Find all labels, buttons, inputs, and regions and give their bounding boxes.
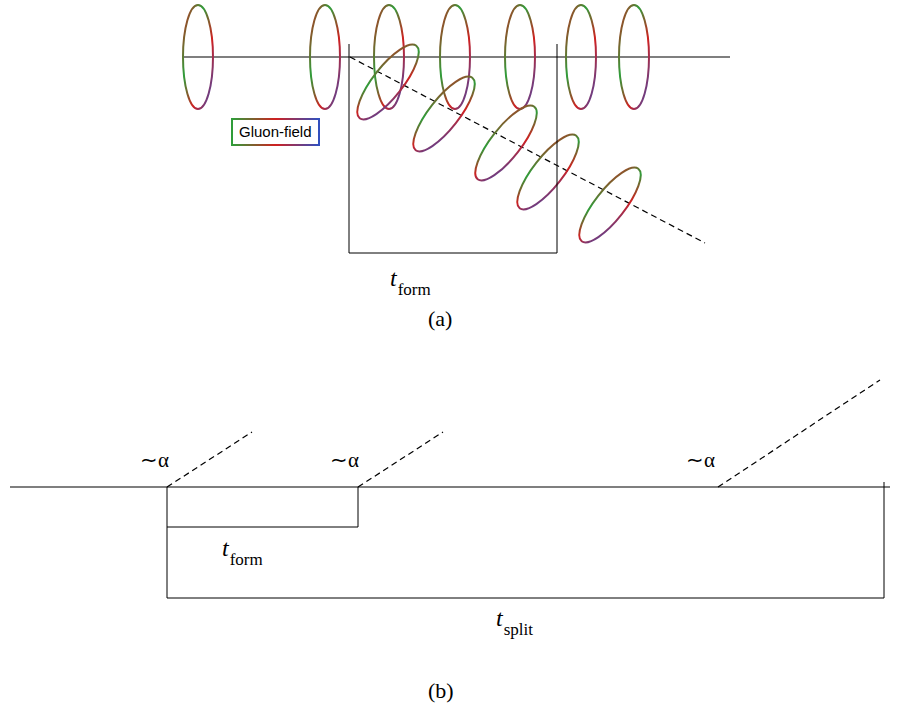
coupling-label: ∼α xyxy=(140,450,169,471)
box-label: Gluon-field xyxy=(239,123,312,140)
time-bracket xyxy=(349,44,557,253)
panel-label: (a) xyxy=(428,308,452,330)
emission-lines xyxy=(167,380,880,487)
time-subscript: form xyxy=(398,281,431,298)
tilted-ellipses xyxy=(348,37,650,251)
legend-box: Gluon-field xyxy=(231,118,320,146)
time-symbol: t xyxy=(222,536,229,560)
gluon-ellipses xyxy=(183,5,649,109)
time-brackets xyxy=(167,482,884,598)
time-subscript: split xyxy=(504,621,533,638)
coupling-label: ∼α xyxy=(330,450,359,471)
path-line xyxy=(10,486,890,487)
coupling-label: ∼α xyxy=(686,450,715,471)
path-line xyxy=(183,56,730,57)
panel-label: (b) xyxy=(428,680,454,702)
time-subscript: form xyxy=(230,551,263,568)
time-symbol: t xyxy=(390,266,397,290)
time-symbol: t xyxy=(496,606,503,630)
dashed-path xyxy=(350,57,705,243)
